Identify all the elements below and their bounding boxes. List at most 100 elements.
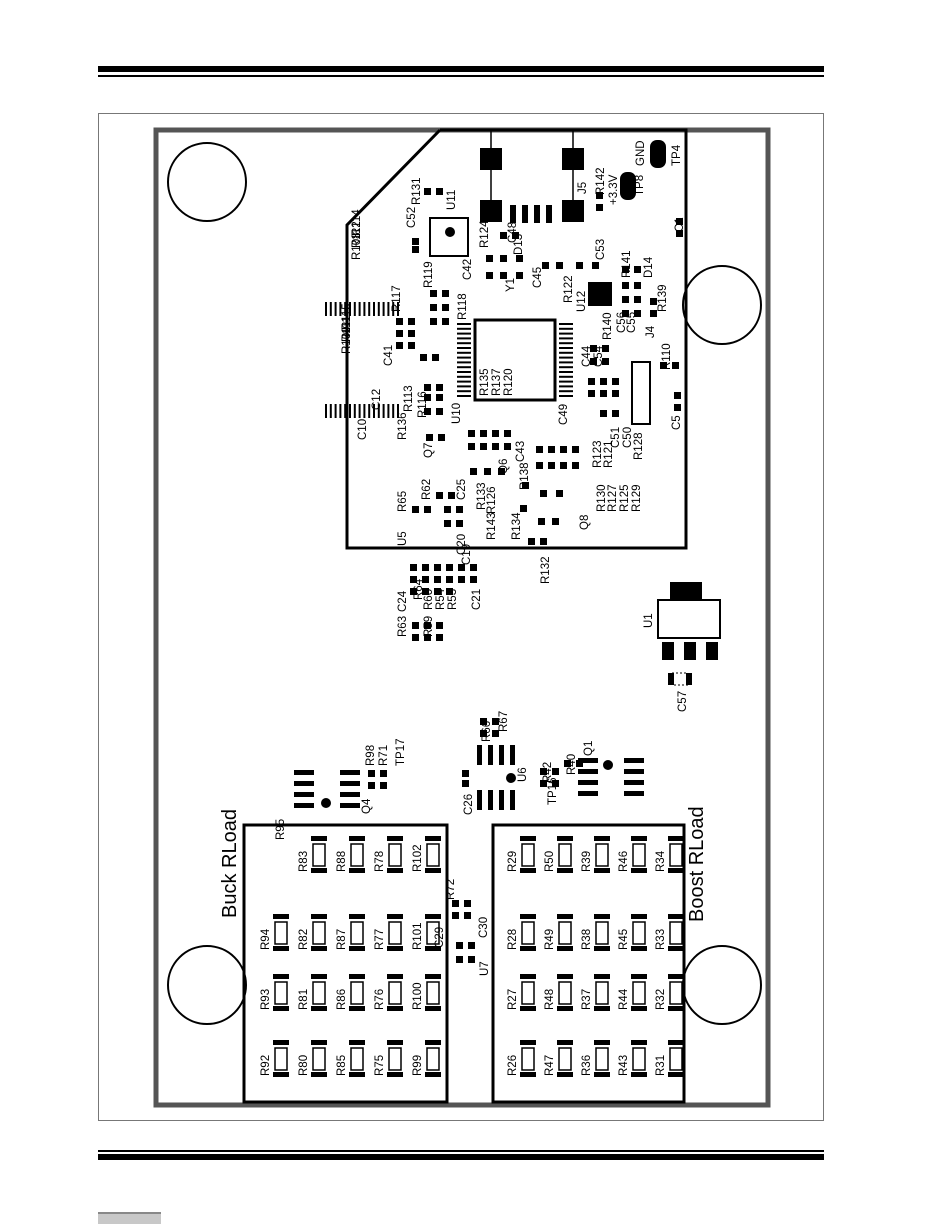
ref-label-r40: R40: [566, 754, 578, 775]
transistor-q1: [578, 758, 644, 796]
resistor-label: R36: [581, 1055, 593, 1076]
ref-label-c5: C5: [671, 415, 683, 430]
test-point-tp8: [620, 172, 636, 200]
ref-label-c45: C45: [532, 267, 544, 288]
mounting-hole-top-left: [167, 142, 247, 222]
ref-label-r109: R109: [341, 327, 353, 355]
ref-label-u6: U6: [517, 767, 529, 782]
resistor-label: R49: [544, 929, 556, 950]
ref-label-r110: R110: [661, 343, 673, 370]
resistor-R99: R99: [412, 1040, 441, 1077]
resistor-R37: R37: [581, 974, 610, 1011]
resistor-R94: R94: [260, 914, 289, 951]
ref-label-u10: U10: [451, 403, 463, 424]
ref-label-c29: C29: [434, 927, 446, 948]
ref-label-d14: D14: [643, 256, 655, 278]
buck-rload-box: [242, 823, 449, 1104]
ref-label-c21: C21: [471, 589, 483, 610]
upper-subboard-outline: [345, 128, 688, 550]
resistor-label: R26: [507, 1055, 519, 1076]
footer-rule-thick: [98, 1154, 824, 1160]
ref-label-c53: C53: [595, 239, 607, 260]
mounting-hole-right: [682, 265, 762, 345]
ref-label-r60: R60: [423, 589, 435, 610]
ref-label-r130: R130: [596, 485, 608, 513]
resistor-label: R37: [581, 989, 593, 1010]
resistor-R93: R93: [260, 974, 289, 1011]
ic-u12: [588, 282, 612, 306]
resistor-R29: R29: [507, 836, 536, 873]
ref-label-r139: R139: [657, 285, 669, 313]
resistor-R75: R75: [374, 1040, 403, 1077]
transistor-q4: [294, 770, 360, 808]
ref-label-j5: J5: [577, 182, 589, 194]
ref-label-r117: R117: [391, 285, 403, 312]
resistor-R92: R92: [260, 1040, 289, 1077]
resistor-R33: R33: [655, 914, 684, 951]
resistor-R80: R80: [298, 1040, 327, 1077]
ref-label-c19: C19: [461, 544, 473, 565]
resistor-label: R87: [336, 929, 348, 950]
resistor-R82: R82: [298, 914, 327, 951]
ref-label-c48: C48: [507, 222, 519, 243]
resistor-label: R38: [581, 929, 593, 950]
ref-label-q8: Q8: [579, 515, 591, 530]
boost-rload-box: [491, 823, 686, 1104]
ref-label-c56: C56: [616, 312, 628, 333]
ref-label-u1: U1: [643, 613, 655, 628]
header-rule-thick: [98, 66, 824, 72]
capacitor-c57: [668, 673, 692, 685]
ref-label-r138: R138: [519, 463, 531, 491]
ref-label-r42: R42: [542, 762, 554, 783]
ref-label-r123: R123: [592, 441, 604, 469]
resistor-R34: R34: [655, 836, 684, 873]
resistor-R81: R81: [298, 974, 327, 1011]
resistor-R87: R87: [336, 914, 365, 951]
resistor-R78: R78: [374, 836, 403, 873]
resistor-label: R47: [544, 1055, 556, 1076]
resistor-R43: R43: [618, 1040, 647, 1077]
ref-label-q7: Q7: [423, 443, 435, 458]
resistor-R49: R49: [544, 914, 573, 951]
footer-page-tab: [98, 1212, 161, 1224]
ref-label-c52: C52: [406, 207, 418, 228]
resistor-R27: R27: [507, 974, 536, 1011]
resistor-label: R83: [298, 851, 310, 872]
ref-label-r114: R114: [351, 209, 363, 236]
resistor-label: R43: [618, 1055, 630, 1076]
resistor-R26: R26: [507, 1040, 536, 1077]
ref-label-tp17: TP17: [395, 739, 407, 767]
ref-label-r122: R122: [563, 276, 575, 304]
resistor-R86: R86: [336, 974, 365, 1011]
mounting-hole-bottom-left: [167, 945, 247, 1025]
resistor-label: R86: [336, 989, 348, 1010]
ref-label-r113: R113: [403, 385, 415, 412]
ref-label-r140: R140: [602, 313, 614, 341]
ref-label-u12: U12: [576, 291, 588, 312]
ref-label-u5: U5: [397, 531, 409, 546]
ref-label-gnd: GND: [635, 140, 647, 166]
ref-label-c43: C43: [515, 441, 527, 462]
resistor-label: R48: [544, 989, 556, 1010]
ref-label-r71: R71: [378, 745, 390, 766]
resistor-label: R88: [336, 851, 348, 872]
ref-label-c44: C44: [581, 345, 593, 367]
ic-u6: [477, 745, 516, 810]
resistor-label: R33: [655, 929, 667, 950]
ref-label-c55: C55: [626, 312, 638, 333]
resistor-R46: R46: [618, 836, 647, 873]
ref-label-r128: R128: [633, 433, 645, 461]
ref-label-c51: C51: [610, 427, 622, 448]
ic-u11: [429, 217, 469, 257]
ref-label-r67: R67: [498, 711, 510, 732]
resistor-label: R78: [374, 851, 386, 872]
ref-label-tp4: TP4: [671, 144, 683, 166]
ref-label-r62: R62: [421, 479, 433, 500]
resistor-label: R34: [655, 850, 667, 872]
ref-label-tp8: TP8: [634, 175, 646, 196]
resistor-label: R29: [507, 851, 519, 872]
resistor-R85: R85: [336, 1040, 365, 1077]
